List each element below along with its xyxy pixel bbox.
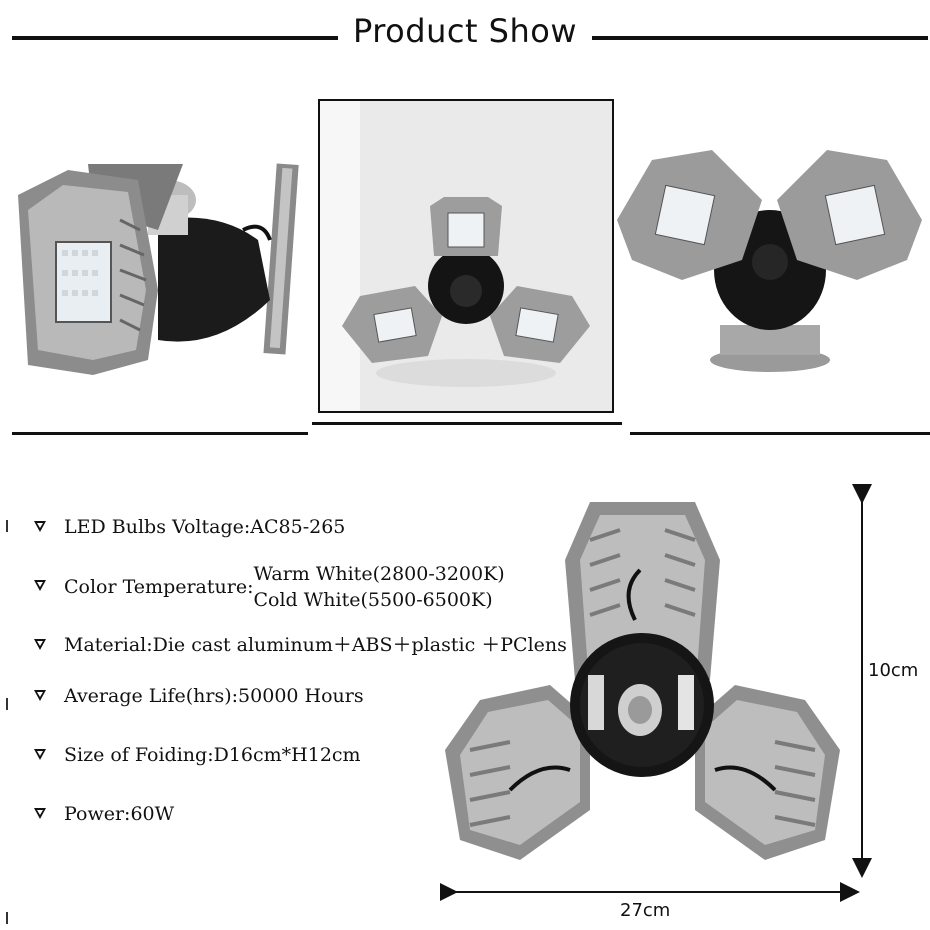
photo-underline-1 [12, 432, 308, 435]
bullet-triangle-icon [34, 520, 46, 532]
dimension-height-label: 10cm [868, 660, 919, 681]
header-line-right [592, 36, 928, 40]
color-temp-values: Warm White(2800-3200K)Cold White(5500-65… [253, 563, 505, 611]
spec-material: Material:Die cast aluminum＋ABS＋plastic ＋… [34, 630, 567, 657]
dimension-width-label: 27cm [620, 900, 671, 921]
bullet-triangle-icon [34, 638, 46, 650]
edge-tick [6, 698, 8, 710]
product-dimension-diagram [440, 480, 930, 920]
bullet-triangle-icon [34, 807, 46, 819]
spec-power: Power:60W [34, 803, 174, 825]
product-photo-angled [612, 150, 928, 380]
spec-voltage: LED Bulbs Voltage:AC85-265 [34, 516, 345, 538]
edge-tick [6, 912, 8, 924]
product-photo-front [318, 99, 614, 413]
bullet-triangle-icon [34, 579, 46, 591]
spec-average-life: Average Life(hrs):50000 Hours [34, 685, 364, 707]
bullet-triangle-icon [34, 689, 46, 701]
product-photo-side [8, 150, 308, 410]
spec-color-temperature: Color Temperature:Warm White(2800-3200K)… [34, 561, 505, 613]
photo-underline-2 [312, 422, 622, 425]
spec-size: Size of Foiding:D16cm*H12cm [34, 744, 361, 766]
photo-underline-3 [630, 432, 930, 435]
edge-tick [6, 520, 8, 532]
bullet-triangle-icon [34, 748, 46, 760]
header-line-left [12, 36, 338, 40]
page-title: Product Show [352, 12, 577, 50]
